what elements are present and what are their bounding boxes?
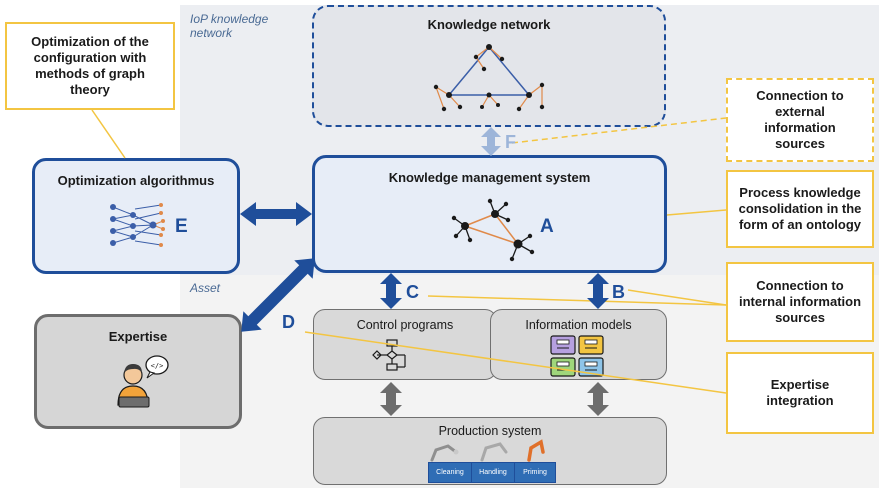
callout-internal: Connection to internal information sourc… xyxy=(726,262,874,342)
optimization-algorithm-box: Optimization algorithmus E xyxy=(32,158,240,274)
label-b: B xyxy=(612,282,625,302)
expertise-title: Expertise xyxy=(108,329,168,344)
production-system-box: Production system Cleaning Handling Prim… xyxy=(313,417,667,485)
knowledge-management-system-box: Knowledge management system A xyxy=(312,155,667,273)
callout-external: Connection to external information sourc… xyxy=(726,78,874,162)
knowledge-network-box: Knowledge network xyxy=(312,5,666,127)
iop-region-label: IoP knowledge network xyxy=(190,12,269,40)
callout-expertise-integration: Expertise integration xyxy=(726,352,874,434)
station-priming: Priming xyxy=(514,462,556,483)
label-a: A xyxy=(540,216,554,237)
arrow-f xyxy=(481,127,501,156)
arrow-control-production xyxy=(380,382,402,416)
flowchart-icon xyxy=(372,339,406,371)
network-graph-icon xyxy=(433,44,545,112)
connector-internal-b xyxy=(627,289,727,306)
knowledge-network-title: Knowledge network xyxy=(427,17,551,32)
control-programs-box: Control programs xyxy=(313,309,497,380)
robot-icon-2 xyxy=(480,442,508,462)
connector-external xyxy=(511,117,727,144)
callout-graph-theory: Optimization of the configuration with m… xyxy=(5,22,175,110)
information-models-title: Information models xyxy=(525,318,632,332)
control-programs-title: Control programs xyxy=(356,318,454,332)
neural-network-icon xyxy=(110,203,165,247)
label-c: C xyxy=(406,282,419,302)
station-handling: Handling xyxy=(471,462,515,483)
optimization-title: Optimization algorithmus xyxy=(57,173,215,188)
callout-ontology: Process knowledge consolidation in the f… xyxy=(726,170,874,248)
arrow-c xyxy=(380,273,402,309)
asset-region-label: Asset xyxy=(190,281,221,295)
information-model-icon xyxy=(550,335,604,377)
arrow-d xyxy=(241,258,315,332)
label-e: E xyxy=(175,216,188,237)
connector-ontology xyxy=(666,209,727,216)
information-models-box: Information models xyxy=(490,309,667,380)
label-f: F xyxy=(505,132,516,152)
arrow-e xyxy=(240,202,312,226)
connector-internal-c xyxy=(427,295,727,306)
production-system-title: Production system xyxy=(438,424,542,438)
connector-expertise xyxy=(304,331,727,394)
arrow-b xyxy=(587,273,609,309)
connector-graph-theory xyxy=(91,109,126,159)
svg-text:</>: </> xyxy=(151,362,164,370)
expertise-box: Expertise </> xyxy=(34,314,242,429)
label-d: D xyxy=(282,312,295,332)
kms-title: Knowledge management system xyxy=(388,170,591,185)
ontology-graph-icon xyxy=(451,198,535,262)
expert-icon: </> xyxy=(117,355,169,408)
arrow-information-production xyxy=(587,382,609,416)
robot-icon-3 xyxy=(527,439,545,462)
robot-icon xyxy=(430,444,459,462)
